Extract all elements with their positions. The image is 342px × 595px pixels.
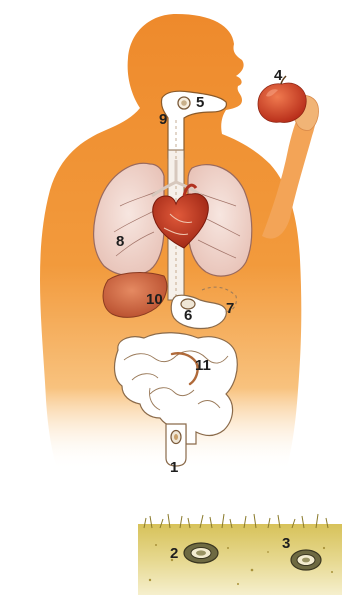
label-7: 7 bbox=[226, 300, 234, 317]
food-bolus-mouth-inner bbox=[181, 100, 187, 106]
apple bbox=[258, 83, 306, 122]
rectum-bolus-inner bbox=[174, 434, 178, 440]
label-3: 3 bbox=[282, 535, 290, 552]
label-4: 4 bbox=[274, 67, 283, 84]
label-1: 1 bbox=[170, 459, 178, 476]
label-10: 10 bbox=[146, 291, 163, 308]
label-8: 8 bbox=[116, 233, 124, 250]
label-2: 2 bbox=[170, 545, 178, 562]
soil-bolus-right-core bbox=[302, 558, 310, 563]
label-6: 6 bbox=[184, 307, 192, 324]
label-5: 5 bbox=[196, 94, 204, 111]
label-11: 11 bbox=[195, 357, 211, 374]
soil-bolus-left-core bbox=[196, 550, 206, 555]
label-9: 9 bbox=[159, 111, 167, 128]
